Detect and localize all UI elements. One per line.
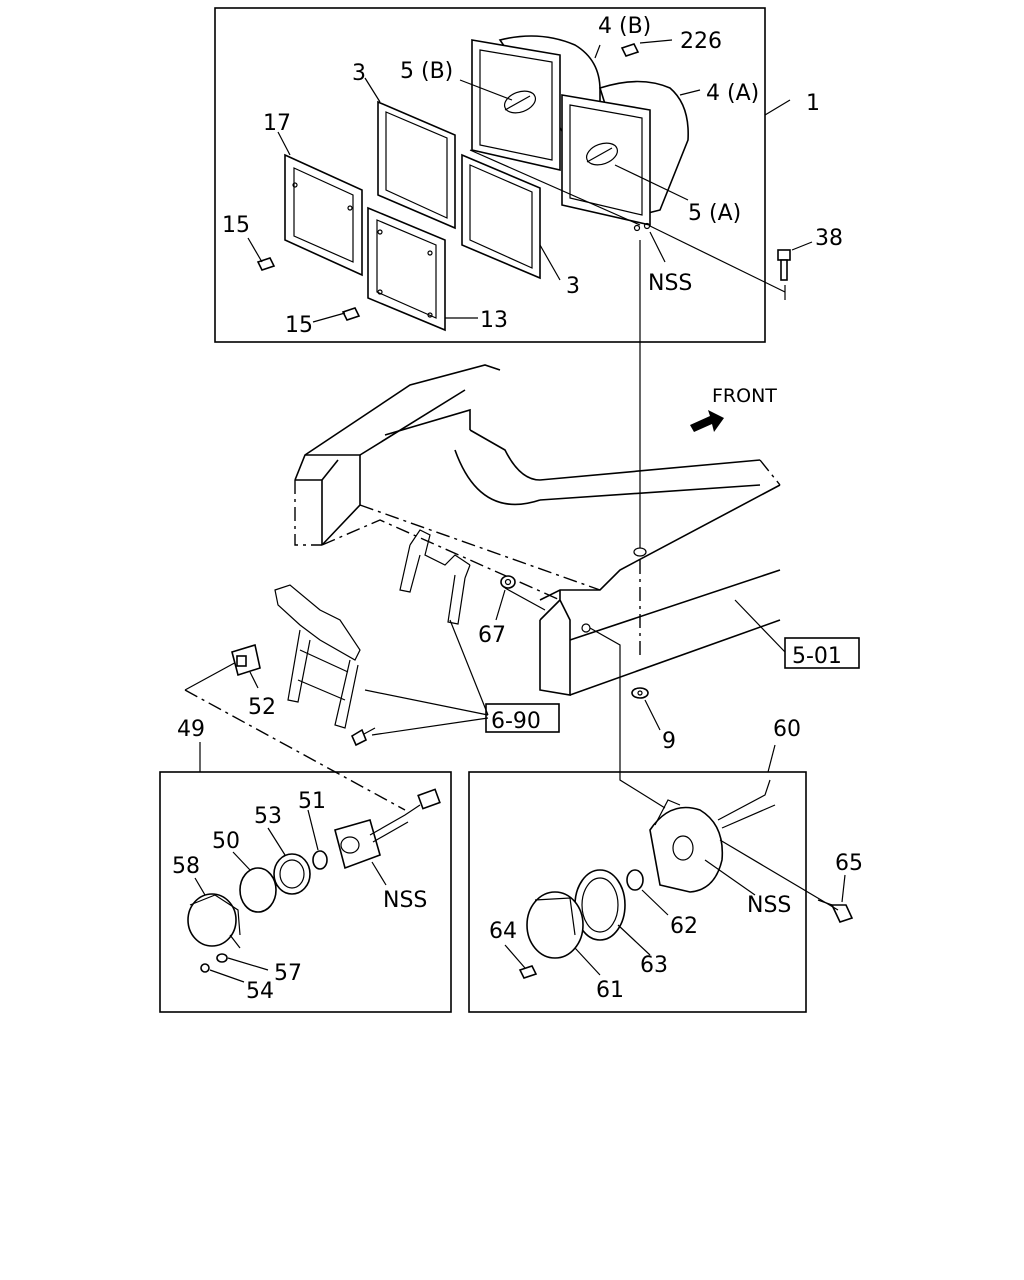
label-52: 52 [248,695,276,720]
label-50: 50 [212,829,240,854]
bolt-38 [777,249,791,281]
leaders-top [247,39,813,323]
label-67: 67 [478,623,506,648]
label-63: 63 [640,953,668,978]
label-64: 64 [489,919,517,944]
label-51: 51 [298,789,326,814]
label-nss-right: NSS [747,893,791,918]
label-62: 62 [670,914,698,939]
bottom-left-inset-box [159,742,452,1013]
callout-labels: 1 4 (B) 226 4 (A) 5 (B) 3 17 15 15 13 3 … [172,14,863,1004]
lens-3-upper [377,100,456,230]
label-4b: 4 (B) [598,14,651,39]
nut-9 [631,687,649,699]
screw-15-lower [341,307,361,321]
label-226: 226 [680,29,722,54]
label-65: 65 [835,851,863,876]
nut-67 [500,575,516,589]
label-9: 9 [662,729,676,754]
ref-box-6-90[interactable] [485,703,560,733]
chassis-frame [294,364,781,696]
frame-13 [367,206,446,332]
label-6-90: 6-90 [491,709,541,734]
label-60: 60 [773,717,801,742]
marker-lamp-52 [231,643,261,677]
label-nss-left: NSS [383,888,427,913]
lamp-housing-4a [469,80,689,232]
label-53: 53 [254,804,282,829]
bottom-right-inset-box [468,744,807,1013]
label-15-lower: 15 [285,313,313,338]
label-58: 58 [172,854,200,879]
frame-17 [284,153,363,277]
label-15-upper: 15 [222,213,250,238]
label-17: 17 [263,111,291,136]
label-5-01: 5-01 [792,644,842,669]
label-13: 13 [480,308,508,333]
bracket-6-90 [274,529,471,729]
label-3-upper: 3 [352,61,366,86]
leaders-bottom-left [194,809,387,983]
lamp-assembly-49 [187,788,441,973]
screw-226 [620,43,640,57]
front-arrow-icon [690,410,724,432]
label-1: 1 [806,91,820,116]
bolt-6-90 [350,727,376,747]
leaders-bottom-right [504,839,846,976]
lens-3-lower [461,153,541,280]
ref-box-5-01[interactable] [784,637,860,669]
label-61: 61 [596,978,624,1003]
label-38: 38 [815,226,843,251]
label-nss-top: NSS [648,271,692,296]
label-54: 54 [246,979,274,1004]
label-57: 57 [274,961,302,986]
label-3-lower: 3 [566,274,580,299]
label-4a: 4 (A) [706,81,759,106]
connection-lines [184,240,666,811]
label-5a: 5 (A) [688,201,741,226]
label-front: FRONT [712,385,777,407]
top-inset-box [214,7,766,343]
label-49: 49 [177,717,205,742]
leaders-middle [249,587,786,736]
lamp-assembly-60 [518,779,854,979]
label-5b: 5 (B) [400,59,453,84]
